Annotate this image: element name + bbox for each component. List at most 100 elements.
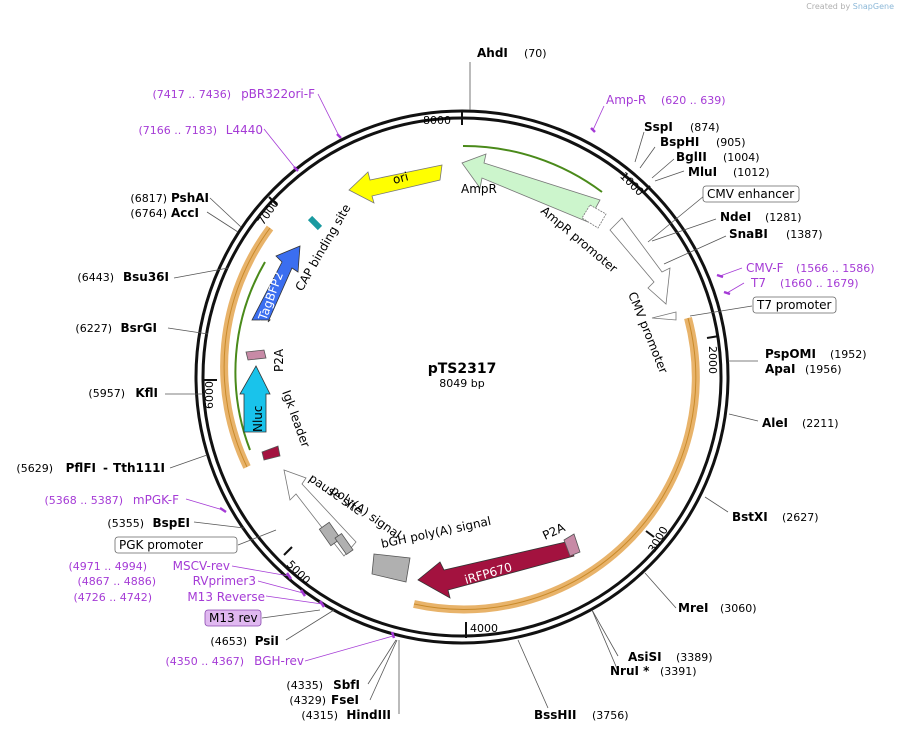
enzyme-hindiii-pos: (4315) [301, 709, 338, 722]
primer-rvprimer3-name: RVprimer3 [193, 574, 256, 588]
enzyme-snabi-pos: (1387) [786, 228, 823, 241]
enzyme-nrui-name: NruI * [610, 664, 650, 678]
enzyme-sspi-name: SspI [644, 120, 673, 134]
enzyme-bsphi-name: BspHI [660, 135, 699, 149]
snapgene-logo: SnapGene [852, 2, 894, 11]
enzyme-bsu36i-pos: (6443) [77, 271, 114, 284]
enzyme-bsphi-pos: (905) [716, 136, 746, 149]
primer-t7-name: T7 [750, 276, 766, 290]
boxed-labels: CMV enhancer T7 promoter PGK promoter M1… [114, 185, 837, 627]
enzyme-bsu36i-name: Bsu36I [123, 270, 169, 284]
enzyme-pflfi-pos: (5629) [16, 462, 53, 475]
cmv-promoter-label: CMV promoter [625, 290, 670, 375]
tick-3000: 3000 [646, 524, 671, 555]
primer-bghrev-name: BGH-rev [254, 654, 304, 668]
snapgene-credit: Created by SnapGene [806, 2, 894, 11]
enzyme-sspi-pos: (874) [690, 121, 720, 134]
enzyme-bstxi-name: BstXI [732, 510, 768, 524]
tick-2000: 2000 [706, 346, 719, 374]
tick-1000: 1000 [617, 170, 646, 199]
cmv-enhancer-label: CMV enhancer [707, 187, 794, 201]
enzyme-asisi-pos: (3389) [676, 651, 713, 664]
bgh-polya-box [371, 553, 411, 583]
enzyme-ndei-name: NdeI [720, 210, 751, 224]
tick-5000: 5000 [284, 558, 313, 587]
enzyme-bglii-pos: (1004) [723, 151, 760, 164]
tick-6000: 6000 [203, 381, 216, 409]
pgk-promoter-box [114, 536, 238, 554]
primer-mscvrev-name: MSCV-rev [173, 559, 230, 573]
primer-l4440-pos: (7166 .. 7183) [138, 124, 217, 137]
primer-mpgkf-pos: (5368 .. 5387) [44, 494, 123, 507]
t7-promoter-label: T7 promoter [756, 298, 832, 312]
primer-t7-pos: (1660 .. 1679) [780, 277, 859, 290]
primer-cmvf-pos: (1566 .. 1586) [796, 262, 875, 275]
enzyme-pshai-name: PshAI [171, 191, 209, 205]
pgk-promoter-label: PGK promoter [119, 538, 203, 552]
ori-arrow [348, 164, 443, 204]
enzyme-bsshii-name: BssHII [534, 708, 576, 722]
ori-label: ori [391, 169, 410, 187]
enzyme-bsrgi-pos: (6227) [75, 322, 112, 335]
enzyme-acci-pos: (6764) [130, 207, 167, 220]
tick-7000: 7000 [255, 197, 282, 227]
enzyme-leaders [165, 62, 759, 714]
cap-binding-site-label: CAP binding site [292, 202, 353, 294]
enzyme-pflfi-name: PflFI [66, 461, 96, 475]
enzyme-pspomi-name: PspOMI [765, 347, 816, 361]
plasmid-name: pTS2317 [428, 361, 497, 377]
primer-m13rev-name: M13 Reverse [187, 590, 265, 604]
enzyme-hindiii-name: HindIII [346, 708, 391, 722]
bp-ticks [203, 111, 720, 638]
nluc-label: Nluc [251, 405, 265, 432]
enzyme-tth111i-dash: - [103, 461, 108, 475]
primer-pbr322orif-pos: (7417 .. 7436) [152, 88, 231, 101]
primer-m13rev-pos: (4726 .. 4742) [73, 591, 152, 604]
polya-signal-box [334, 532, 354, 556]
irfp670-arrow [417, 541, 575, 599]
primer-labels: Amp-R (620 .. 639) CMV-F (1566 .. 1586) … [44, 87, 874, 668]
enzyme-tth111i-name: Tth111I [113, 461, 165, 475]
igk-leader-label: Igk leader [279, 388, 313, 449]
enzyme-pshai-pos: (6817) [130, 192, 167, 205]
primer-bghrev-pos: (4350 .. 4367) [165, 655, 244, 668]
p2a-left-box [245, 349, 267, 361]
box-leaders [237, 195, 753, 619]
enzyme-psii-pos: (4653) [210, 635, 247, 648]
plasmid-length: 8049 bp [439, 377, 484, 390]
m13-rev-label: M13 rev [209, 611, 258, 625]
enzyme-alei-pos: (2211) [802, 417, 839, 430]
primer-cmvf-name: CMV-F [746, 261, 784, 275]
enzyme-kfli-pos: (5957) [88, 387, 125, 400]
enzyme-sbfi-name: SbfI [333, 678, 360, 692]
primer-l4440-name: L4440 [226, 123, 263, 137]
enzyme-apai-name: ApaI [765, 362, 795, 376]
mtagbfp2-arrow [251, 245, 301, 323]
enzyme-alei-name: AleI [762, 416, 788, 430]
p2a-left-label: P2A [272, 348, 286, 372]
enzyme-labels: AhdI (70) SspI (874) BspHI (905) BglII (… [477, 46, 867, 722]
enzyme-bspei-pos: (5355) [107, 517, 144, 530]
p2a-right-box [563, 533, 581, 557]
enzyme-mlui-pos: (1012) [733, 166, 770, 179]
enzyme-pspomi-pos: (1952) [830, 348, 867, 361]
enzyme-apai-pos: (1956) [805, 363, 842, 376]
enzyme-mrei-pos: (3060) [720, 602, 757, 615]
tick-8000: 8000 [423, 114, 451, 127]
enzyme-ahdi-name: AhdI [477, 46, 508, 60]
enzyme-snabi-name: SnaBI [729, 227, 768, 241]
left-orf-line [223, 227, 271, 468]
primer-leaders [185, 93, 745, 662]
cap-binding-site-box [307, 215, 323, 231]
ampr-label: AmpR [461, 182, 497, 196]
enzyme-asisi-name: AsiSI [628, 650, 662, 664]
primer-rvprimer3-pos: (4867 .. 4886) [77, 575, 156, 588]
t7-promoter-arrow [651, 311, 677, 321]
enzyme-ahdi-pos: (70) [524, 47, 547, 60]
enzyme-mrei-name: MreI [678, 601, 708, 615]
primer-ampr-name: Amp-R [606, 93, 646, 107]
enzyme-bglii-name: BglII [676, 150, 707, 164]
enzyme-mlui-name: MluI [688, 165, 717, 179]
irfp670-orf-line [413, 317, 697, 610]
